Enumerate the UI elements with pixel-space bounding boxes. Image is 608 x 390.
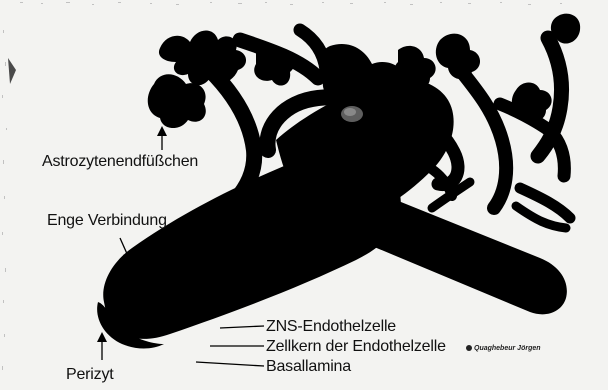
astrocyte-endfoot bbox=[436, 34, 480, 80]
copyright-mark-icon bbox=[466, 345, 472, 351]
endothelial-pointer-line bbox=[220, 326, 264, 328]
endothelial-nucleus-core bbox=[344, 108, 356, 116]
pericyte-pointer-arrowhead bbox=[97, 332, 107, 342]
label-endothelial-nucleus: Zellkern der Endothelzelle bbox=[266, 338, 446, 356]
label-astrocyte-endfeet: Astrozytenendfüßchen bbox=[42, 153, 198, 171]
astrocyte-pointer-arrowhead bbox=[157, 126, 167, 136]
credit-text: Quaghebeur Jörgen bbox=[474, 345, 541, 352]
lamina-pointer-line bbox=[196, 362, 264, 366]
label-pericyte: Perizyt bbox=[66, 366, 114, 384]
astrocyte-process bbox=[210, 70, 254, 200]
tight-junction-pointer-line bbox=[120, 238, 128, 256]
image-credit: Quaghebeur Jörgen bbox=[466, 345, 541, 353]
label-cns-endothelial-cell: ZNS-Endothelzelle bbox=[266, 318, 396, 336]
label-basal-lamina: Basallamina bbox=[266, 358, 351, 376]
label-tight-junction: Enge Verbindung bbox=[47, 212, 167, 230]
